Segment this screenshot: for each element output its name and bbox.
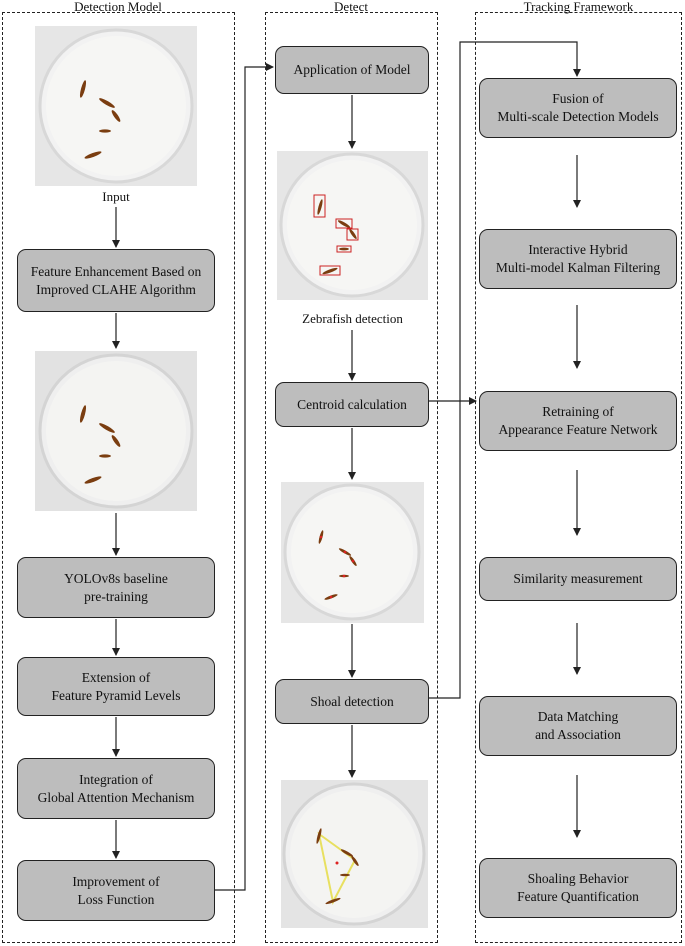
yolov8s-pretraining-box: YOLOv8s baseline pre-training [17,557,215,618]
appearance-network-box: Retraining of Appearance Feature Network [479,391,677,451]
tracking-framework-column [475,12,682,943]
centroid-calculation-box: Centroid calculation [275,382,429,427]
bbox-1 [313,194,326,218]
detection-model-title: Detection Model [74,0,162,14]
zebrafish-detection-caption: Zebrafish detection [302,311,403,326]
detect-column [265,12,438,943]
bbox-5 [319,265,341,276]
feature-pyramid-box: Extension of Feature Pyramid Levels [17,657,215,716]
tracking-framework-title: Tracking Framework [523,0,634,14]
data-matching-box: Data Matching and Association [479,696,677,756]
similarity-measurement-box: Similarity measurement [479,557,677,601]
bbox-3 [346,228,359,241]
bbox-4 [336,245,352,253]
detection-model-column [2,12,235,943]
detect-title: Detect [334,0,368,14]
shoal-image [281,780,428,928]
arrow-loss-to-application [215,63,274,891]
input-caption: Input [102,189,130,204]
shoaling-quantification-box: Shoaling Behavior Feature Quantification [479,858,677,918]
clahe-enhancement-box: Feature Enhancement Based on Improved CL… [17,249,215,312]
multiscale-fusion-box: Fusion of Multi-scale Detection Models [479,78,677,138]
application-of-model-box: Application of Model [275,46,429,94]
arrow-shoal-to-fusion [429,41,581,699]
fish-group [79,80,121,159]
centroid-image [281,482,424,623]
loss-function-box: Improvement of Loss Function [17,860,215,921]
shoal-detection-box: Shoal detection [275,679,429,724]
kalman-filtering-box: Interactive Hybrid Multi-model Kalman Fi… [479,229,677,289]
input-image [35,26,197,186]
global-attention-box: Integration of Global Attention Mechanis… [17,758,215,819]
detection-result-image [277,151,428,300]
bbox-2 [335,218,353,229]
enhanced-image [35,351,197,511]
